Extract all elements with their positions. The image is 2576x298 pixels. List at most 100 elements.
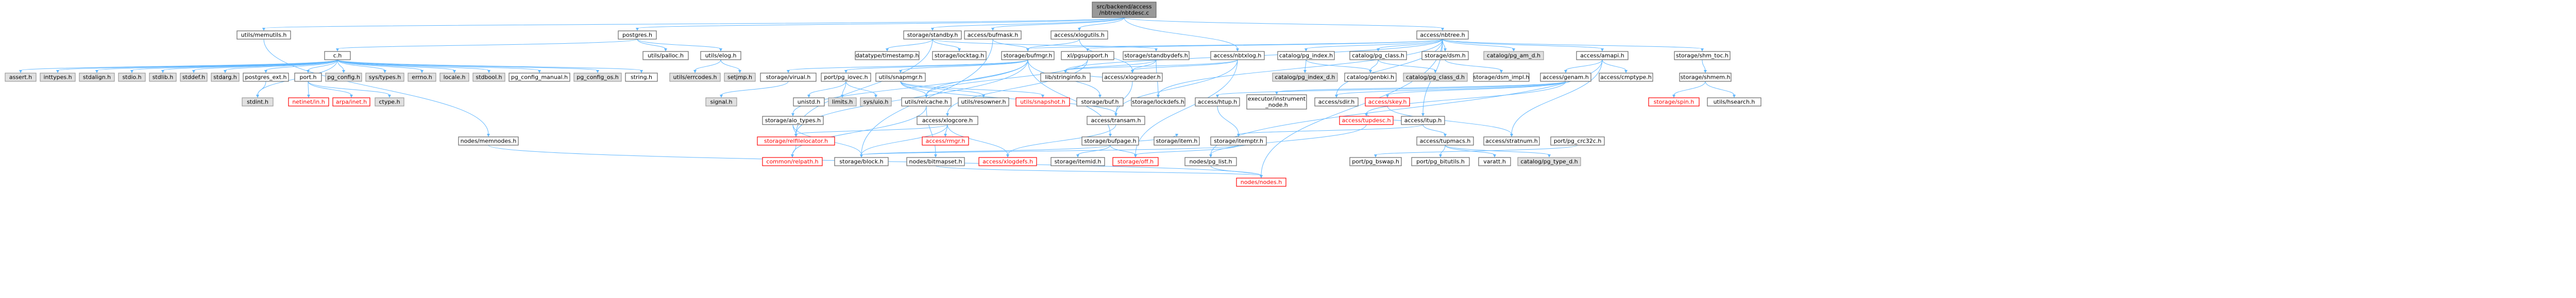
node-netinet[interactable]: netinet/in.h [288,97,329,107]
node-itup[interactable]: access/itup.h [1401,116,1445,125]
node-aio_types[interactable]: storage/aio_types.h [762,116,824,125]
node-nbtree[interactable]: access/nbtree.h [1416,30,1469,40]
node-xlogreader[interactable]: access/xlogreader.h [1102,73,1163,82]
node-xlogdefs[interactable]: access/xlogdefs.h [978,157,1037,166]
node-tupmacs[interactable]: access/tupmacs.h [1416,136,1474,146]
node-string_sys[interactable]: string.h [625,73,658,82]
node-nodes_nodes[interactable]: nodes/nodes.h [1236,178,1286,187]
node-stratnum[interactable]: access/stratnum.h [1483,136,1540,146]
node-systypes[interactable]: sys/types.h [365,73,404,82]
node-xl_pgsupport[interactable]: xl/pgsupport.h [1061,51,1114,60]
node-exec_instr[interactable]: executor/instrument_node.h [1246,94,1307,110]
node-shmem[interactable]: storage/shmem.h [1679,73,1732,82]
node-inttypes[interactable]: inttypes.h [40,73,76,82]
node-bufmgr[interactable]: storage/bufmgr.h [1001,51,1055,60]
node-limits[interactable]: limits.h [828,97,857,107]
node-stdint[interactable]: stdint.h [242,97,274,107]
node-pg_config[interactable]: pg_config.h [325,73,362,82]
node-port[interactable]: port.h [294,73,322,82]
node-pg_bswap[interactable]: port/pg_bswap.h [1349,157,1402,166]
node-htup[interactable]: access/htup.h [1195,97,1240,107]
node-bufmask[interactable]: access/bufmask.h [964,30,1022,40]
node-catalog_pg_class_d[interactable]: catalog/pg_class_d.h [1403,73,1468,82]
node-datatype_ts[interactable]: datatype/timestamp.h [855,51,920,60]
node-pg_iovec[interactable]: port/pg_iovec.h [821,73,871,82]
node-nodes_memnodes[interactable]: nodes/memnodes.h [458,136,519,146]
node-catalog_pg_index_d[interactable]: catalog/pg_index_d.h [1272,73,1338,82]
node-stdarg[interactable]: stdarg.h [211,73,240,82]
node-skey[interactable]: access/skey.h [1365,97,1410,107]
node-itemid[interactable]: storage/itemid.h [1050,157,1105,166]
node-itemptr[interactable]: storage/itemptr.h [1210,136,1267,146]
node-storage_dsm[interactable]: storage/dsm.h [1421,51,1469,60]
node-postgres_ext[interactable]: postgres_ext.h [243,73,289,82]
node-label: storage/bufmgr.h [1004,52,1053,59]
node-tupdesc[interactable]: access/tupdesc.h [1339,116,1394,125]
node-hsearch[interactable]: utils/hsearch.h [1707,97,1761,107]
node-buf[interactable]: storage/buf.h [1076,97,1124,107]
node-catalog_genbki[interactable]: catalog/genbki.h [1344,73,1397,82]
node-elog[interactable]: utils/elog.h [700,51,741,60]
node-varatt[interactable]: varatt.h [1478,157,1511,166]
node-unistd[interactable]: unistd.h [793,97,825,107]
node-sysdefs[interactable]: storage/block.h [834,157,889,166]
node-assert[interactable]: assert.h [5,73,37,82]
node-postgres[interactable]: postgres.h [618,30,657,40]
node-locale[interactable]: locale.h [439,73,469,82]
node-sysuio[interactable]: sys/uio.h [860,97,892,107]
node-snapmgr[interactable]: utils/snapmgr.h [875,73,926,82]
node-sdir[interactable]: access/sdir.h [1314,97,1359,107]
node-amapi[interactable]: access/amapi.h [1576,51,1629,60]
node-setjmp[interactable]: setjmp.h [724,73,756,82]
node-standby[interactable]: storage/standby.h [903,30,962,40]
node-bufpage[interactable]: storage/bufpage.h [1081,136,1139,146]
node-pg_list[interactable]: nodes/pg_list.h [1184,157,1237,166]
node-catalog_pg_class[interactable]: catalog/pg_class.h [1349,51,1407,60]
node-xlogcore[interactable]: access/xlogcore.h [917,116,978,125]
node-lockdefs[interactable]: storage/locktag.h [932,51,987,60]
node-pg_crc32c[interactable]: port/pg_crc32c.h [1550,136,1605,146]
node-catalog_pg_index[interactable]: catalog/pg_index.h [1277,51,1335,60]
node-pg_config_os[interactable]: pg_config_os.h [573,73,622,82]
node-root[interactable]: src/backend/access/nbtree/nbtdesc.c [1092,2,1157,18]
node-spin[interactable]: storage/spin.h [1648,97,1700,107]
node-palloc[interactable]: utils/palloc.h [642,51,689,60]
node-c[interactable]: c.h [324,51,351,60]
node-pg_config_manual[interactable]: pg_config_manual.h [509,73,570,82]
node-shm_toc[interactable]: storage/shm_toc.h [1674,51,1731,60]
node-off[interactable]: storage/off.h [1112,157,1159,166]
node-dsm_impl[interactable]: storage/dsm_impl.h [1473,73,1530,82]
node-xlogutils[interactable]: access/xlogutils.h [1050,30,1108,40]
node-lockdefs2[interactable]: storage/lockdefs.h [1131,97,1185,107]
node-resowner[interactable]: utils/resowner.h [958,97,1009,107]
edge-standby-to-lockdefs [932,39,960,49]
node-item[interactable]: storage/item.h [1154,136,1200,146]
node-storage_virual[interactable]: storage/virual.h [760,73,817,82]
node-errcodes[interactable]: utils/errcodes.h [669,73,721,82]
node-stddef[interactable]: stddef.h [180,73,208,82]
node-arpa[interactable]: arpa/inet.h [332,97,370,107]
node-nbtxlog[interactable]: access/nbtxlog.h [1210,51,1265,60]
node-genam[interactable]: access/genam.h [1540,73,1591,82]
node-stdalign[interactable]: stdalign.h [79,73,115,82]
node-relcache[interactable]: utils/relcache.h [901,97,952,107]
node-relfilelocator[interactable]: storage/relfilelocator.h [757,136,835,146]
node-pg_type_d[interactable]: catalog/pg_type_d.h [1517,157,1581,166]
node-pg_bitutils[interactable]: port/pg_bitutils.h [1411,157,1470,166]
node-snapshot[interactable]: utils/snapshot.h [1015,97,1070,107]
node-errno[interactable]: errno.h [408,73,436,82]
node-signal[interactable]: signal.h [705,97,737,107]
node-rmgr[interactable]: access/rmgr.h [922,136,969,146]
node-stdio[interactable]: stdio.h [118,73,146,82]
node-cmptype[interactable]: access/cmptype.h [1599,73,1653,82]
node-memutils[interactable]: utils/memutils.h [236,30,291,40]
node-transam[interactable]: access/transam.h [1087,116,1145,125]
node-catalog_pg_am[interactable]: catalog/pg_am_d.h [1483,51,1544,60]
node-stdlib[interactable]: stdlib.h [149,73,177,82]
node-common_relpath[interactable]: common/relpath.h [762,157,823,166]
node-standbydefs[interactable]: storage/standbydefs.h [1123,51,1190,60]
node-stringinfo[interactable]: lib/stringinfo.h [1040,73,1091,82]
node-bitmapset[interactable]: nodes/bitmapset.h [906,157,965,166]
node-stdbool[interactable]: stdbool.h [472,73,505,82]
node-ctype[interactable]: ctype.h [375,97,404,107]
